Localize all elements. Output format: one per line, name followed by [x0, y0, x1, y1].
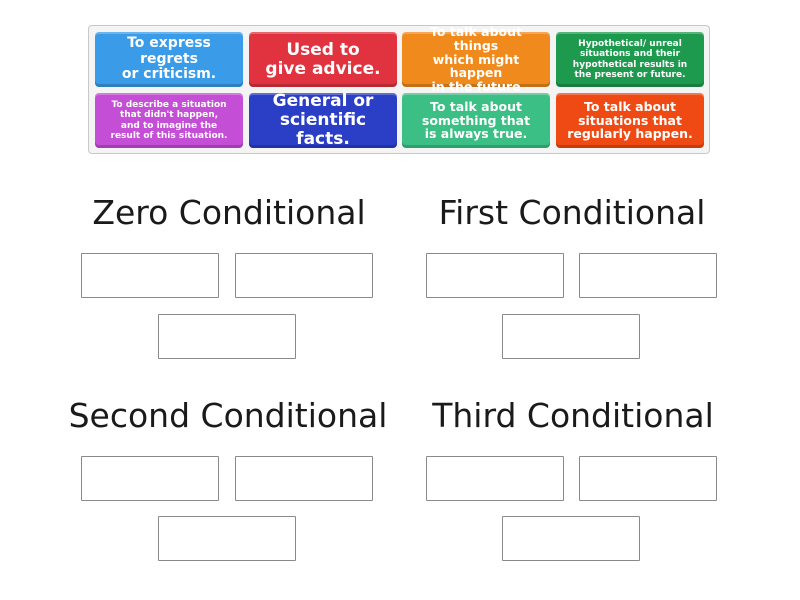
answer-tile[interactable]: To talk about something that is always t…: [402, 93, 550, 148]
answer-tile-bank: To express regrets or criticism. Used to…: [88, 25, 710, 154]
drop-zone[interactable]: [579, 253, 717, 298]
drop-zone[interactable]: [579, 456, 717, 501]
drop-zone[interactable]: [235, 456, 373, 501]
drop-zone[interactable]: [81, 456, 219, 501]
answer-tile[interactable]: To express regrets or criticism.: [95, 32, 243, 87]
drop-zone[interactable]: [426, 456, 564, 501]
group-title-first-conditional: First Conditional: [438, 193, 706, 232]
drop-zone[interactable]: [502, 516, 640, 561]
drop-zone[interactable]: [235, 253, 373, 298]
drop-zone[interactable]: [426, 253, 564, 298]
answer-tile[interactable]: Hypothetical/ unreal situations and thei…: [556, 32, 704, 87]
answer-tile[interactable]: To talk about situations that regularly …: [556, 93, 704, 148]
drop-zone[interactable]: [81, 253, 219, 298]
answer-tile[interactable]: Used to give advice.: [249, 32, 397, 87]
answer-tile[interactable]: To talk about things which might happen …: [402, 25, 550, 94]
drop-zone[interactable]: [158, 516, 296, 561]
group-title-zero-conditional: Zero Conditional: [92, 193, 366, 232]
answer-tile[interactable]: To describe a situation that didn't happ…: [95, 93, 243, 148]
drop-zone[interactable]: [158, 314, 296, 359]
answer-tile[interactable]: General or scientific facts.: [249, 92, 397, 148]
group-title-second-conditional: Second Conditional: [68, 396, 388, 435]
group-title-third-conditional: Third Conditional: [432, 396, 714, 435]
drop-zone[interactable]: [502, 314, 640, 359]
